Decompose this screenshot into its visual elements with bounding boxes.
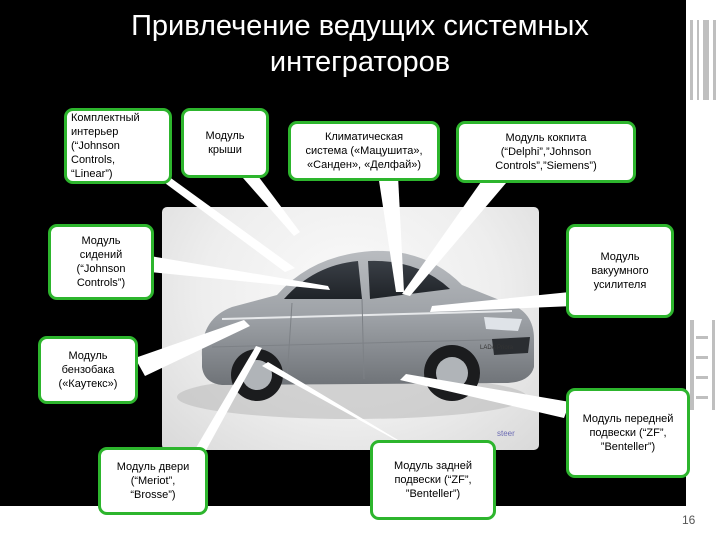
car-photo: steer LADA Priora [162,207,539,450]
pointer-roof [236,168,300,236]
callout-fuel-tank: Модуль бензобака («Каутекс») [38,336,138,404]
callout-seats-text: Модуль сидений (“Johnson Controls”) [76,235,126,289]
callout-interior: Комплектный интерьер (“Johnson Controls,… [64,108,172,184]
callout-cockpit-text: Модуль кокпита (“Delphi”,”Johnson Contro… [495,132,597,172]
slide-title: Привлечение ведущих системных интегратор… [131,10,589,78]
watermark: steer [497,429,515,438]
pointer-climate [378,174,404,292]
pointer-rear-suspension [262,362,408,446]
callout-roof-text: Модуль крыши [205,130,245,156]
pointer-fuel-tank [135,320,250,376]
callout-vacuum-text: Модуль вакуумного усилителя [591,251,649,291]
callout-rear-suspension: Модуль задней подвески (“ZF”, ”Benteller… [370,440,496,520]
pointer-seats [150,256,330,290]
pointer-interior [150,172,295,272]
pointer-cockpit [402,172,512,296]
callout-cockpit: Модуль кокпита (“Delphi”,”Johnson Contro… [456,121,636,183]
callout-roof: Модуль крыши [181,108,269,178]
car-badge: LADA Priora [480,345,514,351]
car-illustration [177,250,534,419]
callout-climate: Климатическая система («Мацушита», «Санд… [288,121,440,181]
callout-interior-text: Комплектный интерьер (“Johnson Controls,… [71,112,140,180]
pointer-door [190,346,262,458]
callout-fuel-tank-text: Модуль бензобака («Каутекс») [58,350,118,390]
pointer-vacuum [430,292,574,312]
callout-climate-text: Климатическая система («Мацушита», «Санд… [305,131,423,171]
callout-seats: Модуль сидений (“Johnson Controls”) [48,224,154,300]
pointer-front-suspension [400,374,570,418]
page-number: 16 [682,513,696,527]
callout-door: Модуль двери (“Meriot”, “Brosse”) [98,447,208,515]
callout-door-text: Модуль двери (“Meriot”, “Brosse”) [116,461,190,501]
callout-front-suspension-text: Модуль передней подвески (“ZF”, ”Bentell… [582,413,674,453]
callout-rear-suspension-text: Модуль задней подвески (“ZF”, ”Benteller… [394,460,472,500]
callout-vacuum: Модуль вакуумного усилителя [566,224,674,318]
callout-front-suspension: Модуль передней подвески (“ZF”, ”Bentell… [566,388,690,478]
